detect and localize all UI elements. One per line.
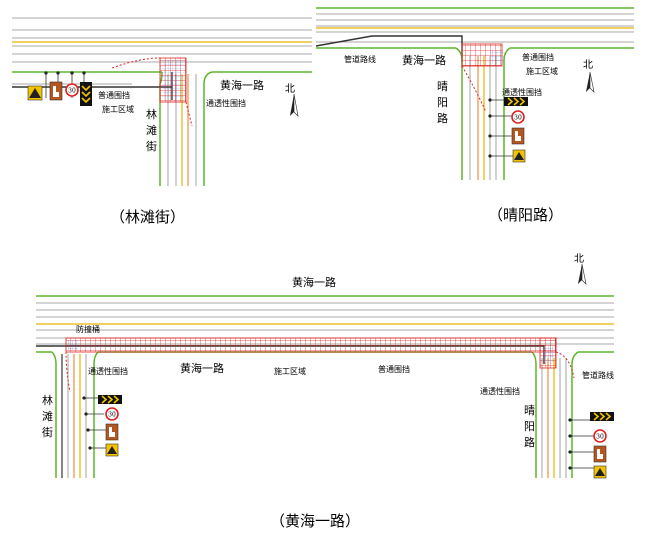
speed-limit-sign-icon: 30 bbox=[511, 110, 525, 124]
qingyang-road-main-label: 黄海一路 bbox=[402, 53, 446, 67]
speed-limit-sign-icon: 30 bbox=[65, 83, 79, 97]
qingyang-main-road-lanes bbox=[316, 13, 634, 43]
lintan-barrier-normal-label: 普通围挡 bbox=[98, 90, 130, 100]
huanghai-right-road-label-2: 阳 bbox=[524, 420, 535, 433]
qingyang-work-zone-label: 施工区域 bbox=[526, 66, 558, 76]
north-arrow-icon: 北 bbox=[574, 253, 587, 285]
lintan-side-label-1: 林 bbox=[146, 107, 157, 121]
lintan-barrier-transparent-label: 通透性围挡 bbox=[206, 98, 246, 108]
huanghai-road-top-label: 黄海一路 bbox=[292, 275, 336, 289]
construction-sign-icon bbox=[593, 445, 607, 463]
north-arrow-icon: 北 bbox=[285, 83, 299, 117]
svg-text:30: 30 bbox=[596, 434, 604, 441]
svg-text:30: 30 bbox=[108, 412, 116, 419]
lintan-sign-cluster: 30 bbox=[27, 71, 92, 106]
construction-sign-icon bbox=[511, 127, 525, 145]
construction-sign-icon bbox=[49, 81, 63, 101]
speed-limit-sign-icon: 30 bbox=[593, 429, 607, 443]
chevron-sign-icon bbox=[98, 395, 122, 404]
qingyang-side-label-3: 路 bbox=[437, 112, 448, 125]
huanghai-left-road-label-3: 街 bbox=[42, 425, 53, 439]
huanghai-right-sign-cluster: 30 bbox=[568, 412, 614, 479]
speed-limit-sign-icon: 30 bbox=[105, 407, 119, 421]
panel-qingyang: 30 管道路线 黄海一路 普通围挡 施工区域 通透性围挡 晴 阳 路 北 （晴阳… bbox=[315, 7, 634, 224]
huanghai-barrier-normal-label: 普通围挡 bbox=[378, 364, 410, 374]
qingyang-barrier-transparent-label: 通透性围挡 bbox=[502, 87, 542, 97]
huanghai-caption: （黄海一路） bbox=[270, 512, 360, 530]
north-arrow-icon: 北 bbox=[583, 59, 595, 93]
huanghai-right-road-label-3: 路 bbox=[524, 436, 535, 449]
qingyang-pipeline-label: 管道路线 bbox=[344, 54, 376, 64]
qingyang-side-label-1: 晴 bbox=[437, 80, 448, 93]
worker-warning-sign-icon bbox=[105, 443, 119, 457]
svg-text:北: 北 bbox=[574, 253, 584, 265]
huanghai-road-main-label: 黄海一路 bbox=[180, 361, 224, 375]
lintan-side-label-3: 街 bbox=[146, 139, 157, 153]
huanghai-left-road bbox=[51, 351, 99, 478]
svg-text:北: 北 bbox=[285, 83, 295, 95]
huanghai-anti-collision-label: 防撞桶 bbox=[76, 324, 100, 334]
chevron-sign-icon bbox=[504, 97, 528, 106]
qingyang-side-road bbox=[455, 47, 511, 180]
lintan-caption: （林滩街） bbox=[110, 208, 185, 226]
lintan-taper-top bbox=[111, 57, 161, 69]
huanghai-work-zone-label: 施工区域 bbox=[274, 366, 306, 376]
chevron-sign-icon bbox=[80, 82, 92, 106]
lintan-work-zone-label: 施工区域 bbox=[102, 104, 134, 114]
qingyang-caption: （晴阳路） bbox=[488, 206, 563, 224]
qingyang-side-label-2: 阳 bbox=[437, 96, 448, 109]
huanghai-right-road-label-1: 晴 bbox=[524, 404, 535, 417]
lintan-side-label-2: 滩 bbox=[146, 123, 157, 137]
construction-sign-icon bbox=[105, 423, 119, 441]
qingyang-barrier-normal-label: 普通围挡 bbox=[522, 52, 554, 62]
huanghai-left-sign-cluster: 30 bbox=[82, 395, 122, 457]
huanghai-pipeline-label: 管道路线 bbox=[582, 370, 614, 380]
chevron-sign-icon bbox=[590, 412, 614, 421]
lintan-road-main-label: 黄海一路 bbox=[220, 78, 264, 92]
worker-warning-sign-icon bbox=[593, 465, 607, 479]
svg-text:北: 北 bbox=[583, 59, 593, 71]
svg-text:30: 30 bbox=[514, 115, 522, 122]
huanghai-barrier-transparent-right-label: 通透性围挡 bbox=[480, 386, 520, 396]
huanghai-work-zone bbox=[65, 337, 557, 353]
qingyang-sign-cluster: 30 bbox=[488, 97, 528, 163]
lintan-main-road-lanes bbox=[12, 17, 312, 63]
huanghai-barrier-transparent-left-label: 通透性围挡 bbox=[88, 366, 128, 376]
panel-huanghai: 30 bbox=[36, 253, 614, 530]
huanghai-left-road-label-2: 滩 bbox=[42, 409, 53, 423]
huanghai-left-road-label-1: 林 bbox=[42, 393, 53, 407]
worker-warning-sign-icon bbox=[27, 85, 43, 101]
huanghai-right-road bbox=[531, 351, 579, 478]
worker-warning-sign-icon bbox=[512, 149, 526, 163]
svg-text:30: 30 bbox=[68, 88, 76, 95]
panel-lintan: 30 黄海一路 普通围挡 施工区域 通透性围挡 林 滩 街 北 （林滩街） bbox=[12, 17, 312, 226]
